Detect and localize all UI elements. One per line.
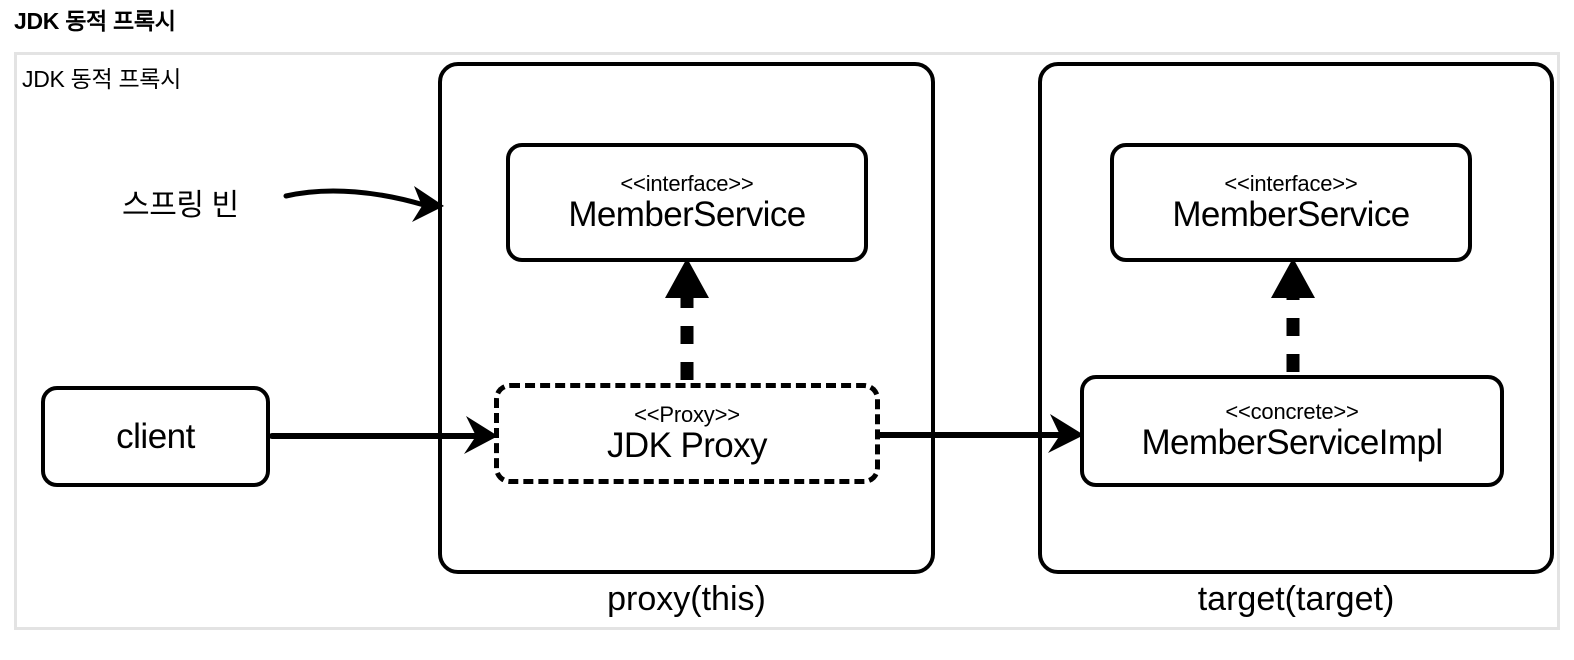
classname-member-service-impl: MemberServiceImpl — [1141, 423, 1444, 463]
proxy-container — [438, 62, 935, 574]
stereotype-interface: <<interface>> — [1224, 170, 1358, 196]
client-label: client — [116, 416, 195, 456]
spring-bean-annotation: 스프링 빈 — [122, 189, 239, 222]
stereotype-proxy: <<Proxy>> — [634, 401, 740, 427]
proxy-container-caption: proxy(this) — [607, 580, 766, 618]
diagram-frame-label: JDK 동적 프록시 — [22, 66, 182, 92]
node-member-service-impl: <<concrete>> MemberServiceImpl — [1080, 375, 1504, 487]
node-jdk-proxy: <<Proxy>> JDK Proxy — [494, 383, 880, 484]
classname-member-service: MemberService — [1172, 194, 1410, 234]
stereotype-interface: <<interface>> — [620, 170, 754, 196]
classname-member-service: MemberService — [568, 194, 806, 234]
classname-jdk-proxy: JDK Proxy — [607, 425, 768, 465]
page-title: JDK 동적 프록시 — [14, 8, 176, 34]
stereotype-concrete: <<concrete>> — [1225, 399, 1359, 425]
node-proxy-member-service: <<interface>> MemberService — [506, 143, 868, 262]
target-container — [1038, 62, 1554, 574]
node-target-member-service: <<interface>> MemberService — [1110, 143, 1472, 262]
node-client: client — [41, 386, 270, 487]
target-container-caption: target(target) — [1197, 580, 1395, 618]
